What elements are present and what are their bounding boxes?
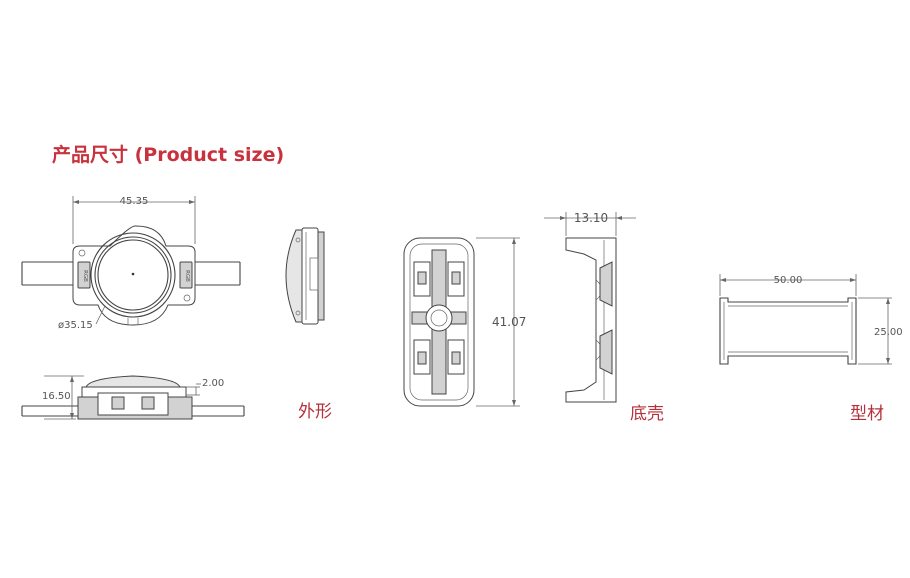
bottom-shell-side-view: 13.10 [544, 211, 636, 403]
caption-bottom-shell: 底壳 [630, 404, 664, 424]
profile-height-dimension: 25.00 [874, 327, 903, 338]
module-height-dimension: 16.50 [42, 391, 71, 402]
module-side-profile [285, 227, 325, 325]
module-width-dimension: 45.35 [120, 196, 149, 207]
module-front-view: RGB RGB 45.35 ø35.15 [21, 196, 241, 331]
bottom-shell-top-view: 41.07 [403, 237, 526, 407]
caption-appearance: 外形 [298, 402, 332, 422]
profile-cross-section: 50.00 25.00 [719, 274, 903, 365]
caption-profile: 型材 [850, 404, 884, 424]
left-tab-label: RGB [82, 270, 88, 282]
module-side-view: 16.50 2.00 [21, 375, 245, 420]
lens-diameter-dimension: ø35.15 [58, 320, 93, 331]
shell-length-dimension: 41.07 [492, 315, 526, 329]
right-tab-label: RGB [184, 270, 190, 282]
page-title: 产品尺寸 (Product size) [52, 144, 285, 166]
shell-height-dimension: 13.10 [574, 211, 608, 225]
profile-width-dimension: 50.00 [774, 275, 803, 286]
lens-protrusion-dimension: 2.00 [202, 378, 224, 389]
